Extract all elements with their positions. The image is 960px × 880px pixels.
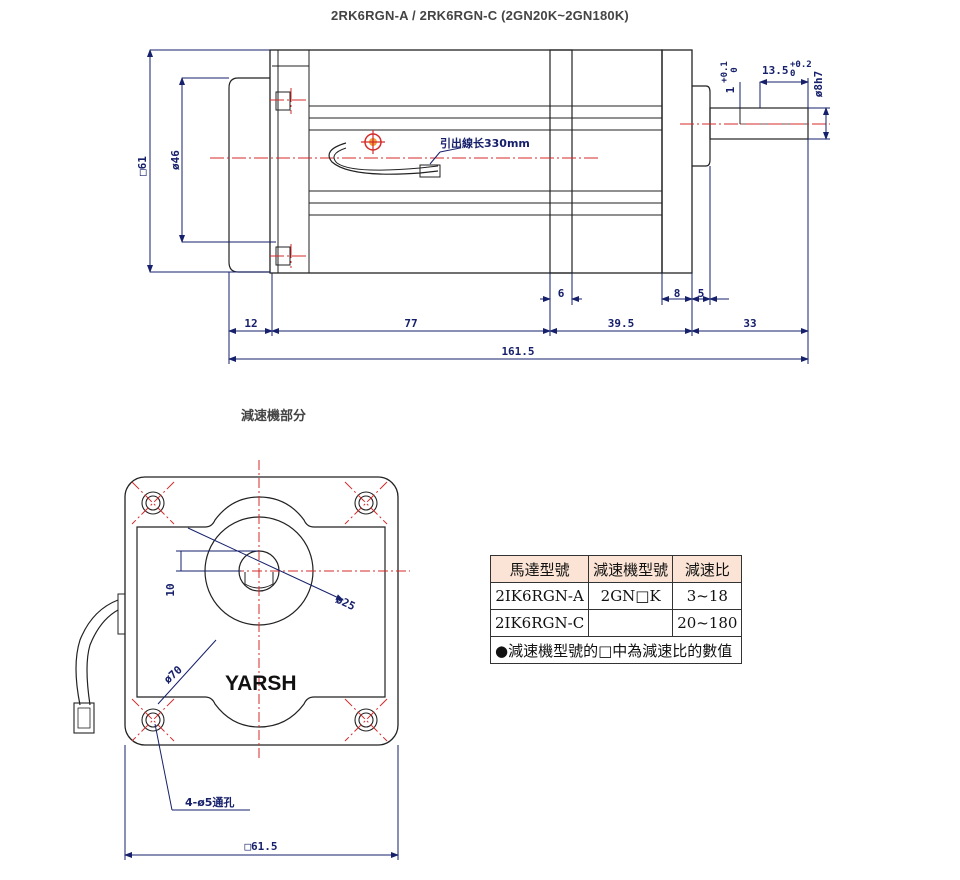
svg-text:+0.1: +0.1 bbox=[720, 61, 730, 83]
shaft-diameter-dimension: ø8h7 bbox=[812, 71, 825, 98]
cell-ratio: 3~18 bbox=[672, 582, 743, 610]
table-note: ●減速機型號的□中為減速比的數值 bbox=[489, 636, 743, 664]
dimension-5: 5 bbox=[698, 287, 705, 300]
page-title: 2RK6RGN-A / 2RK6RGN-C (2GN20K~2GN180K) bbox=[331, 8, 629, 23]
cell-ratio: 20~180 bbox=[672, 609, 743, 637]
table-note-row: ●減速機型號的□中為減速比的數值 bbox=[489, 636, 743, 664]
dimension-33: 33 bbox=[743, 317, 756, 330]
dimension-12: 12 bbox=[244, 317, 257, 330]
front-view-drawing bbox=[73, 460, 410, 760]
dimension-6: 6 bbox=[558, 287, 565, 300]
cell-motor-model: 2IK6RGN-C bbox=[489, 609, 590, 637]
crosshair-icon bbox=[361, 130, 385, 154]
keyway-offset-dimension: 10 bbox=[164, 583, 177, 596]
svg-text:+0.2: +0.2 bbox=[790, 60, 812, 70]
svg-text:0: 0 bbox=[730, 67, 740, 72]
dimension-77: 77 bbox=[404, 317, 417, 330]
lead-length-note: 引出線长330mm bbox=[440, 136, 530, 150]
header-gearbox-model: 減速機型號 bbox=[588, 555, 674, 583]
motor-back-cap bbox=[228, 77, 270, 273]
cell-gearbox-model bbox=[588, 609, 674, 637]
flange-square-dimension: □61.5 bbox=[244, 840, 277, 853]
table-row: 2IK6RGN-A 2GN□K 3~18 bbox=[489, 582, 743, 610]
shaft-boss bbox=[692, 85, 711, 167]
key-length-dimension: 13.5 bbox=[762, 64, 789, 77]
table-row: 2IK6RGN-C 20~180 bbox=[489, 609, 743, 637]
cell-gearbox-model: 2GN□K bbox=[588, 582, 674, 610]
lead-wire bbox=[328, 142, 439, 175]
header-ratio: 減速比 bbox=[672, 555, 743, 583]
center-lines bbox=[210, 88, 830, 268]
cooling-fins bbox=[272, 65, 662, 216]
gearbox-flange bbox=[549, 49, 573, 274]
dimension-39-5: 39.5 bbox=[608, 317, 635, 330]
dimension-total-length: 161.5 bbox=[501, 345, 534, 358]
body-square-dimension: □61 bbox=[136, 156, 149, 176]
motor-body bbox=[269, 49, 663, 274]
key-depth-dimension: 1 bbox=[724, 86, 737, 93]
spec-table: 馬達型號 減速機型號 減速比 2IK6RGN-A 2GN□K 3~18 2IK6… bbox=[489, 555, 743, 664]
cell-motor-model: 2IK6RGN-A bbox=[489, 582, 590, 610]
table-header-row: 馬達型號 減速機型號 減速比 bbox=[489, 555, 743, 583]
mounting-holes-note: 4-ø5通孔 bbox=[185, 796, 234, 809]
pilot-diameter-dimension: ø46 bbox=[169, 150, 182, 170]
brand-logo: YARSH bbox=[225, 672, 297, 695]
svg-text:0: 0 bbox=[790, 69, 795, 79]
pitch-circle-dimension: ø70 bbox=[161, 663, 184, 686]
dimension-8: 8 bbox=[674, 287, 681, 300]
gearbox-section-label: 減速機部分 bbox=[241, 408, 307, 423]
hub-diameter-dimension: ø25 bbox=[334, 593, 358, 613]
header-motor-model: 馬達型號 bbox=[489, 555, 590, 583]
